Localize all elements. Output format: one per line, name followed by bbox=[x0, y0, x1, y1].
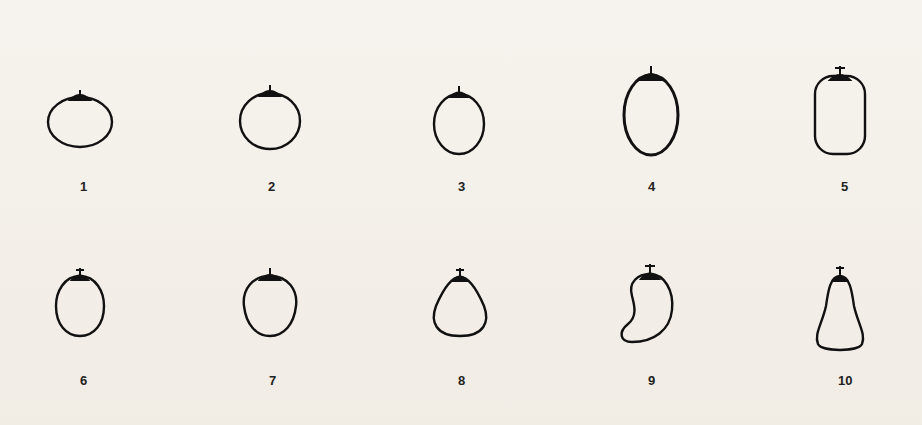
calyx bbox=[833, 266, 847, 281]
fruit-outline bbox=[817, 276, 863, 350]
calyx bbox=[641, 264, 659, 279]
shape-number: 4 bbox=[648, 180, 655, 193]
shape-number: 8 bbox=[458, 374, 465, 387]
fruit-outline bbox=[56, 276, 104, 336]
calyx bbox=[450, 86, 468, 97]
fruit-outline bbox=[815, 76, 865, 154]
fruit-outline bbox=[624, 75, 678, 155]
shape-number: 2 bbox=[268, 180, 275, 193]
calyx bbox=[260, 268, 280, 280]
shape-number: 5 bbox=[841, 180, 848, 193]
shape-number: 1 bbox=[80, 180, 87, 193]
shape-number: 10 bbox=[838, 374, 852, 387]
calyx bbox=[72, 268, 88, 280]
shape-number: 7 bbox=[269, 374, 276, 387]
shape-number: 9 bbox=[648, 374, 655, 387]
fruit-outline bbox=[244, 276, 297, 336]
calyx bbox=[453, 268, 467, 281]
calyx bbox=[260, 85, 280, 96]
fruit-outline bbox=[48, 97, 112, 147]
calyx bbox=[830, 66, 850, 80]
fruit-outline bbox=[434, 94, 484, 154]
calyx bbox=[640, 66, 662, 80]
shape-number: 6 bbox=[80, 374, 87, 387]
fruit-outline bbox=[434, 277, 486, 336]
calyx bbox=[70, 90, 90, 100]
shape-number: 3 bbox=[458, 180, 465, 193]
fruit-outline bbox=[240, 93, 300, 149]
fruit-outline bbox=[622, 274, 673, 342]
